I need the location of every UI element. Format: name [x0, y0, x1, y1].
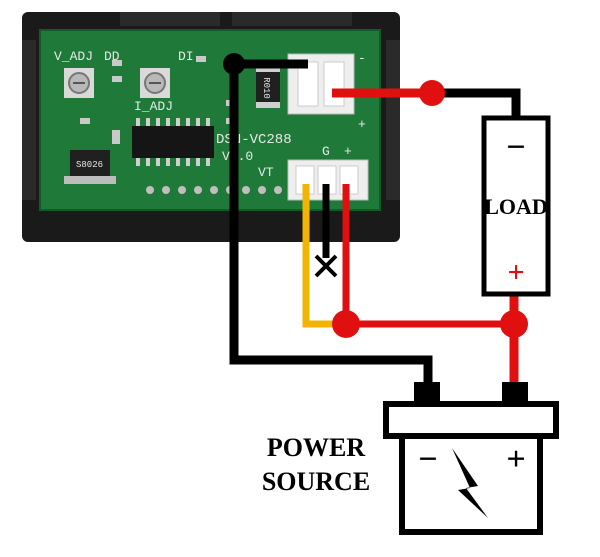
black-wire-negative: [229, 59, 433, 384]
model-label: DSN-VC288: [216, 132, 292, 148]
regulator-marking: S8026: [76, 160, 103, 170]
cut-mark-icon: [314, 254, 338, 278]
junction-red-right: [500, 310, 528, 338]
battery-minus-sign: −: [418, 441, 437, 478]
power-source-label-line2: SOURCE: [262, 467, 370, 496]
vt-label: VT: [258, 165, 274, 180]
smd-component: [112, 130, 120, 144]
junction-red-top: [419, 80, 445, 106]
smd-component: [112, 76, 122, 82]
voltage-regulator: S8026: [64, 150, 116, 184]
smd-component: [80, 118, 90, 124]
v-adj-pot: [64, 68, 94, 98]
lightning-icon: [452, 448, 488, 518]
frame-tab-left: [120, 12, 220, 26]
di-label: DI: [178, 49, 194, 64]
dd-label: DD: [104, 49, 120, 64]
battery-icon: − +: [383, 382, 559, 535]
load-label: LOAD: [484, 194, 548, 219]
frame-side-left: [22, 40, 36, 200]
sense-plus-label: +: [344, 144, 352, 159]
smd-component: [196, 56, 206, 62]
ic-chip: [132, 118, 214, 166]
frame-tab-right: [232, 12, 352, 26]
v-adj-label: V_ADJ: [54, 49, 93, 64]
resistor-marking: R010: [261, 77, 271, 99]
i-adj-pot: [140, 68, 170, 98]
junction-red-left: [332, 310, 360, 338]
shunt-resistor: R010: [256, 66, 280, 108]
frame-side-right: [386, 40, 400, 200]
junctions: [223, 53, 528, 338]
junction-black: [223, 53, 245, 75]
smd-component: [112, 60, 122, 66]
load-box: − LOAD +: [481, 115, 551, 297]
power-source-label-line1: POWER: [267, 433, 365, 462]
i-adj-label: I_ADJ: [134, 99, 173, 114]
load-minus-sign: −: [506, 129, 525, 166]
black-wire-load-minus: [432, 88, 521, 118]
battery-plus-sign: +: [506, 441, 525, 478]
power-minus-label: -: [358, 51, 366, 66]
load-plus-sign: +: [507, 256, 524, 289]
sense-g-label: G: [322, 144, 330, 159]
power-plus-label: +: [358, 117, 366, 132]
pin-header: [146, 186, 282, 194]
